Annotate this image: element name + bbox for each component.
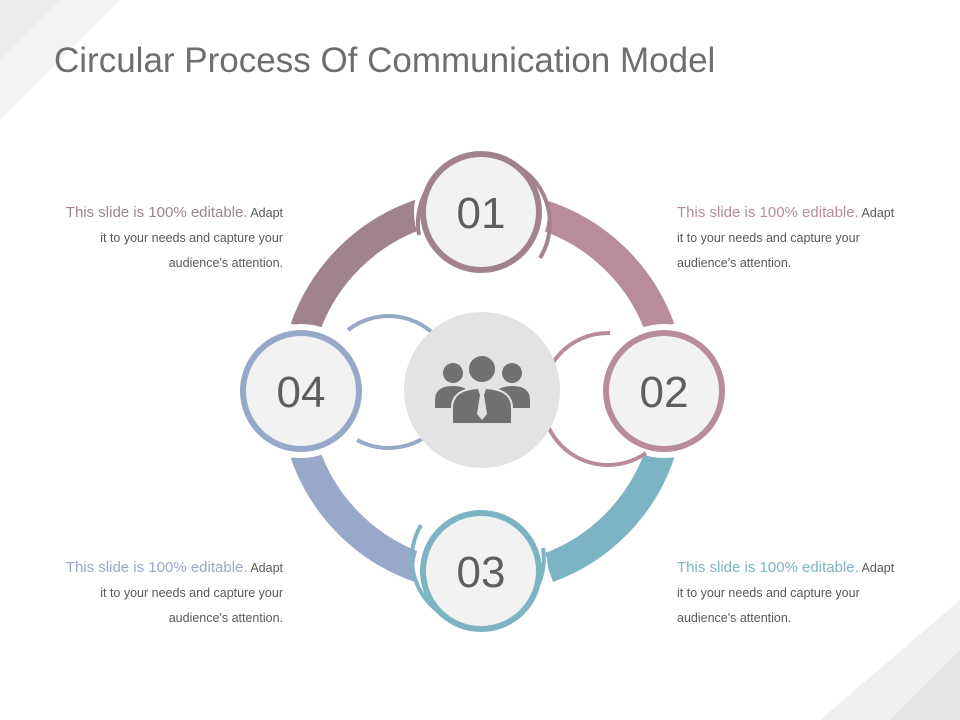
description-line-1: This slide is 100% editable. Adapt xyxy=(677,200,917,226)
description-line-3: audience's attention. xyxy=(168,611,283,625)
description-bottom-left: This slide is 100% editable. Adapt it to… xyxy=(43,555,283,631)
step-number: 04 xyxy=(277,368,326,417)
description-line-2: it to your needs and capture your xyxy=(677,231,860,245)
people-group-icon xyxy=(435,354,530,425)
ring-segment-03-to-04 xyxy=(290,448,426,583)
ring-segment-02-to-03 xyxy=(542,448,675,582)
ring-segment-04-to-01 xyxy=(290,199,426,334)
step-node-02: 02 xyxy=(540,324,731,467)
step-node-04: 04 xyxy=(234,314,457,458)
description-highlight: This slide is 100% editable. xyxy=(677,559,859,576)
description-bottom-right: This slide is 100% editable. Adapt it to… xyxy=(677,555,917,631)
step-number: 02 xyxy=(640,368,689,417)
description-highlight: This slide is 100% editable. xyxy=(677,204,859,221)
description-top-right: This slide is 100% editable. Adapt it to… xyxy=(677,200,917,276)
description-line-1: This slide is 100% editable. Adapt xyxy=(43,555,283,581)
description-line-1-rest: Adapt xyxy=(247,561,283,575)
description-line-1-rest: Adapt xyxy=(858,561,895,575)
corner-shape-top-left-inner xyxy=(0,0,60,60)
description-line-1: This slide is 100% editable. Adapt xyxy=(43,200,283,226)
node-circle xyxy=(420,151,542,273)
description-line-3: audience's attention. xyxy=(677,256,792,270)
description-highlight: This slide is 100% editable. xyxy=(65,204,248,221)
step-node-03: 03 xyxy=(409,504,548,638)
description-line-1-rest: Adapt xyxy=(858,206,895,220)
description-line-2: it to your needs and capture your xyxy=(100,231,283,245)
node-circle xyxy=(240,330,362,452)
step-node-01: 01 xyxy=(414,145,552,279)
description-highlight: This slide is 100% editable. xyxy=(65,559,248,576)
description-top-left: This slide is 100% editable. Adapt it to… xyxy=(43,200,283,276)
description-line-2: it to your needs and capture your xyxy=(677,586,860,600)
step-number: 03 xyxy=(457,548,506,597)
ring-segment-01-to-02 xyxy=(535,199,675,334)
description-line-3: audience's attention. xyxy=(168,256,283,270)
description-line-2: it to your needs and capture your xyxy=(100,586,283,600)
corner-shape-bottom-right-inner xyxy=(890,650,960,720)
node-circle xyxy=(420,510,542,632)
description-line-1: This slide is 100% editable. Adapt xyxy=(677,555,917,581)
description-line-1-rest: Adapt xyxy=(247,206,283,220)
step-number: 01 xyxy=(457,189,506,238)
description-line-3: audience's attention. xyxy=(677,611,792,625)
slide-title: Circular Process Of Communication Model xyxy=(54,41,716,80)
node-circle xyxy=(603,330,725,452)
